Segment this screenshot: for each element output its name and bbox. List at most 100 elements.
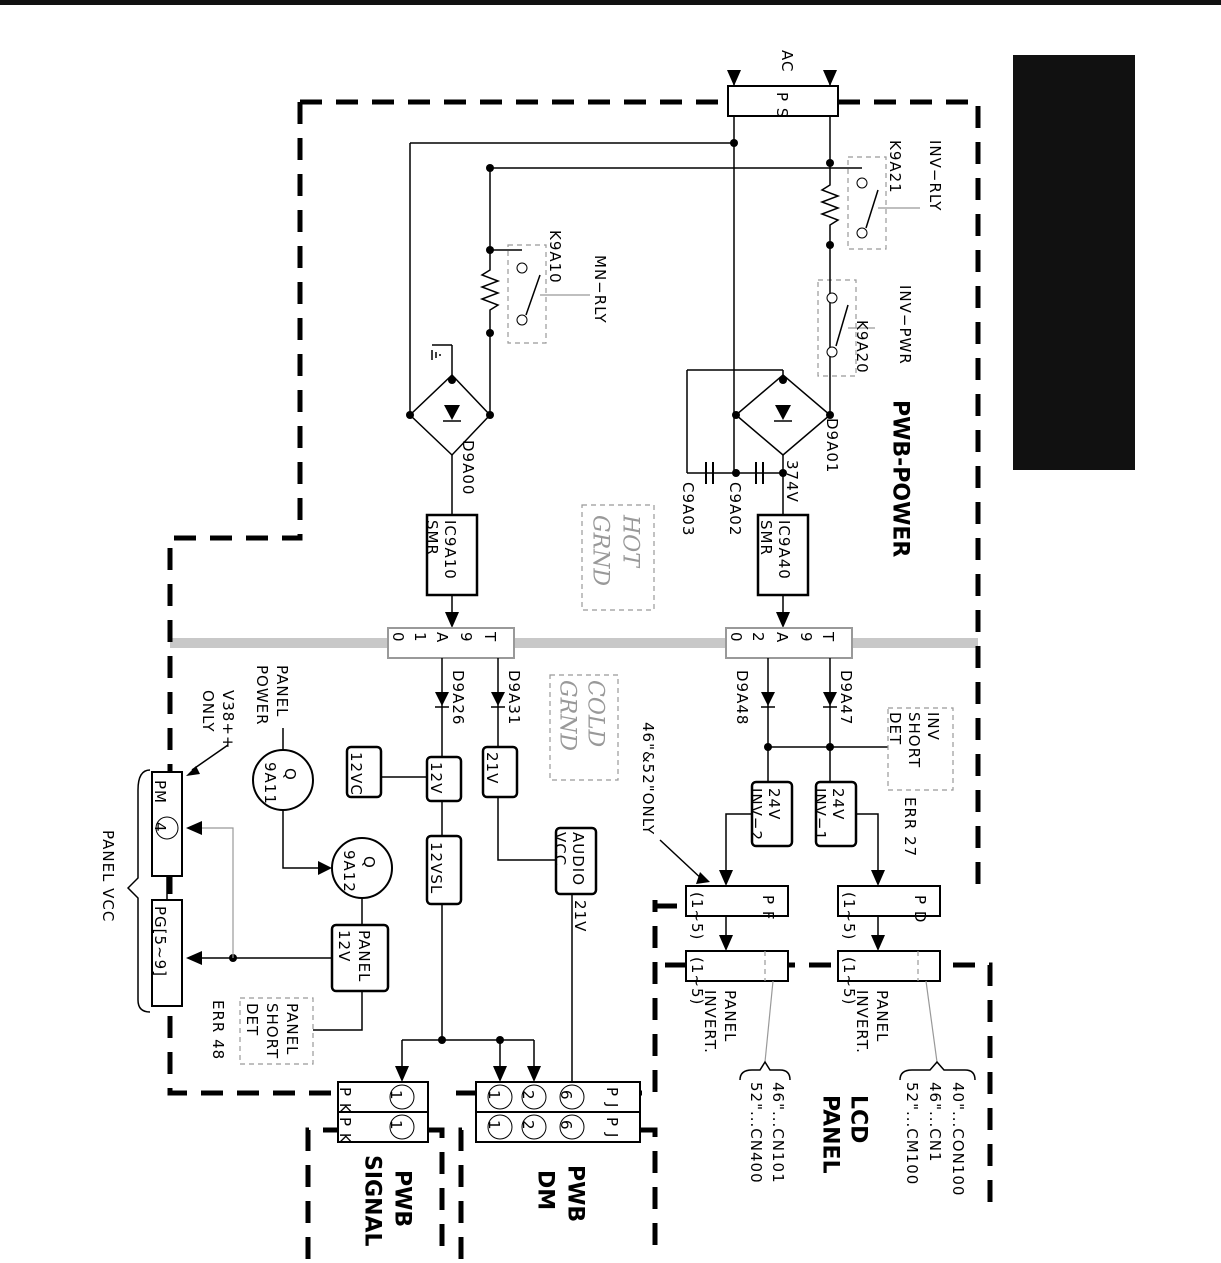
- svg-text:HOT: HOT: [618, 514, 643, 569]
- svg-text:1: 1: [411, 632, 429, 643]
- svg-text:PANEL VCC: PANEL VCC: [99, 830, 117, 922]
- relay-k9a21: [847, 156, 887, 250]
- svg-text:(1∼5): (1∼5): [840, 957, 858, 1005]
- svg-text:9: 9: [797, 632, 815, 643]
- svg-text:PANEL: PANEL: [283, 1003, 301, 1055]
- svg-text:21V: 21V: [483, 752, 501, 784]
- inv-short-det: [887, 707, 954, 791]
- cold-ground-label: [549, 674, 619, 781]
- svg-text:40"...CON100: 40"...CON100: [949, 1082, 967, 1196]
- svg-text:46"&52"ONLY: 46"&52"ONLY: [639, 722, 657, 835]
- svg-text:AUDIO: AUDIO: [569, 832, 587, 886]
- svg-text:D9A31: D9A31: [505, 670, 523, 725]
- svg-text:1: 1: [387, 1090, 405, 1101]
- svg-text:C9A02: C9A02: [726, 482, 744, 536]
- panel-invert-connector-1: [685, 950, 789, 982]
- pwb-power-outline: [167, 99, 981, 1096]
- svg-text:12VSL: 12VSL: [427, 842, 445, 894]
- svg-text:P F: P F: [759, 895, 777, 920]
- svg-text:6: 6: [557, 1090, 575, 1101]
- svg-text:T: T: [481, 631, 499, 642]
- top-rule: [0, 0, 1221, 5]
- svg-text:PANEL: PANEL: [873, 990, 891, 1042]
- svg-text:6: 6: [557, 1120, 575, 1131]
- svg-text:V38++: V38++: [219, 690, 237, 750]
- svg-text:374V: 374V: [783, 460, 801, 503]
- section-tab: [1013, 55, 1135, 470]
- board-title-power: PWB-POWER: [888, 400, 913, 557]
- svg-text:POWER: POWER: [253, 665, 271, 726]
- svg-text:SIGNAL: SIGNAL: [360, 1155, 385, 1247]
- svg-text:1: 1: [485, 1090, 503, 1101]
- ic9a10-smr: [425, 513, 479, 597]
- svg-text:12V: 12V: [335, 930, 353, 962]
- svg-text:P J: P J: [603, 1087, 621, 1108]
- ic9a40-smr: [756, 513, 810, 597]
- svg-text:SHORT: SHORT: [905, 712, 923, 768]
- svg-text:DM: DM: [533, 1170, 558, 1210]
- svg-text:T: T: [819, 631, 837, 642]
- svg-text:2: 2: [749, 632, 767, 643]
- svg-text:GRND: GRND: [555, 680, 580, 751]
- svg-text:D9A01: D9A01: [823, 418, 841, 473]
- svg-text:P K: P K: [336, 1087, 354, 1114]
- svg-text:SMR: SMR: [423, 520, 441, 556]
- svg-text:C9A03: C9A03: [679, 482, 697, 536]
- svg-text:Q: Q: [281, 768, 299, 781]
- svg-text:4: 4: [151, 822, 169, 833]
- svg-text:P K: P K: [336, 1117, 354, 1144]
- svg-text:9: 9: [457, 632, 475, 643]
- svg-text:(1∼5): (1∼5): [840, 892, 858, 940]
- svg-text:COLD: COLD: [583, 680, 608, 747]
- transformer-t9a20: [725, 627, 853, 659]
- svg-text:0: 0: [389, 632, 407, 643]
- hot-ground-label: [581, 504, 655, 611]
- svg-text:(1∼5): (1∼5): [688, 957, 706, 1005]
- svg-text:ERR 27: ERR 27: [901, 797, 919, 857]
- rail-12vc: [345, 745, 383, 799]
- svg-text:D9A47: D9A47: [837, 670, 855, 725]
- svg-text:DET: DET: [886, 712, 904, 745]
- svg-text:INVERT.: INVERT.: [701, 990, 719, 1054]
- svg-text:DET: DET: [243, 1003, 261, 1036]
- svg-text:1: 1: [485, 1120, 503, 1131]
- svg-text:A: A: [773, 632, 791, 643]
- svg-text:P D: P D: [911, 895, 929, 923]
- rail-audio-vcc: [554, 826, 598, 896]
- ac-arrow-icon: [823, 70, 837, 86]
- svg-text:46"...CN101: 46"...CN101: [769, 1082, 787, 1184]
- rail-12vsl: [425, 834, 463, 906]
- svg-text:INV−PWR: INV−PWR: [896, 285, 914, 365]
- pwb-dm-outline: [458, 1127, 658, 1259]
- svg-text:PANEL: PANEL: [818, 1095, 843, 1174]
- svg-text:PANEL: PANEL: [721, 990, 739, 1042]
- svg-text:2: 2: [519, 1090, 537, 1101]
- rail-12v: [425, 755, 463, 803]
- svg-text:PANEL: PANEL: [355, 930, 373, 982]
- svg-text:SMR: SMR: [757, 520, 775, 556]
- svg-text:D9A48: D9A48: [733, 670, 751, 725]
- svg-text:PM: PM: [151, 780, 169, 804]
- svg-text:D9A26: D9A26: [449, 670, 467, 725]
- pd-connector: [837, 885, 941, 917]
- relay-k9a10: [507, 244, 547, 344]
- svg-text:46"...CN1: 46"...CN1: [926, 1082, 944, 1163]
- panel-short-det: [239, 997, 314, 1065]
- board-title-lcd: LCD: [846, 1095, 871, 1143]
- board-title-dm: PWB: [563, 1165, 588, 1222]
- svg-text:9A12: 9A12: [340, 850, 358, 893]
- svg-text:52"...CM100: 52"...CM100: [903, 1082, 921, 1185]
- svg-text:2: 2: [519, 1120, 537, 1131]
- svg-text:24V: 24V: [765, 788, 783, 820]
- pf-connector: [685, 885, 789, 917]
- svg-text:SHORT: SHORT: [263, 1003, 281, 1059]
- svg-text:GRND: GRND: [588, 515, 613, 586]
- svg-text:21V: 21V: [571, 900, 589, 932]
- ps-connector: [727, 85, 839, 117]
- ac-arrow-icon: [727, 70, 741, 86]
- pwb-signal-outline: [305, 1127, 445, 1259]
- svg-text:INV: INV: [924, 712, 942, 741]
- svg-text:INV−2: INV−2: [747, 788, 765, 841]
- svg-text:INV−RLY: INV−RLY: [926, 140, 944, 211]
